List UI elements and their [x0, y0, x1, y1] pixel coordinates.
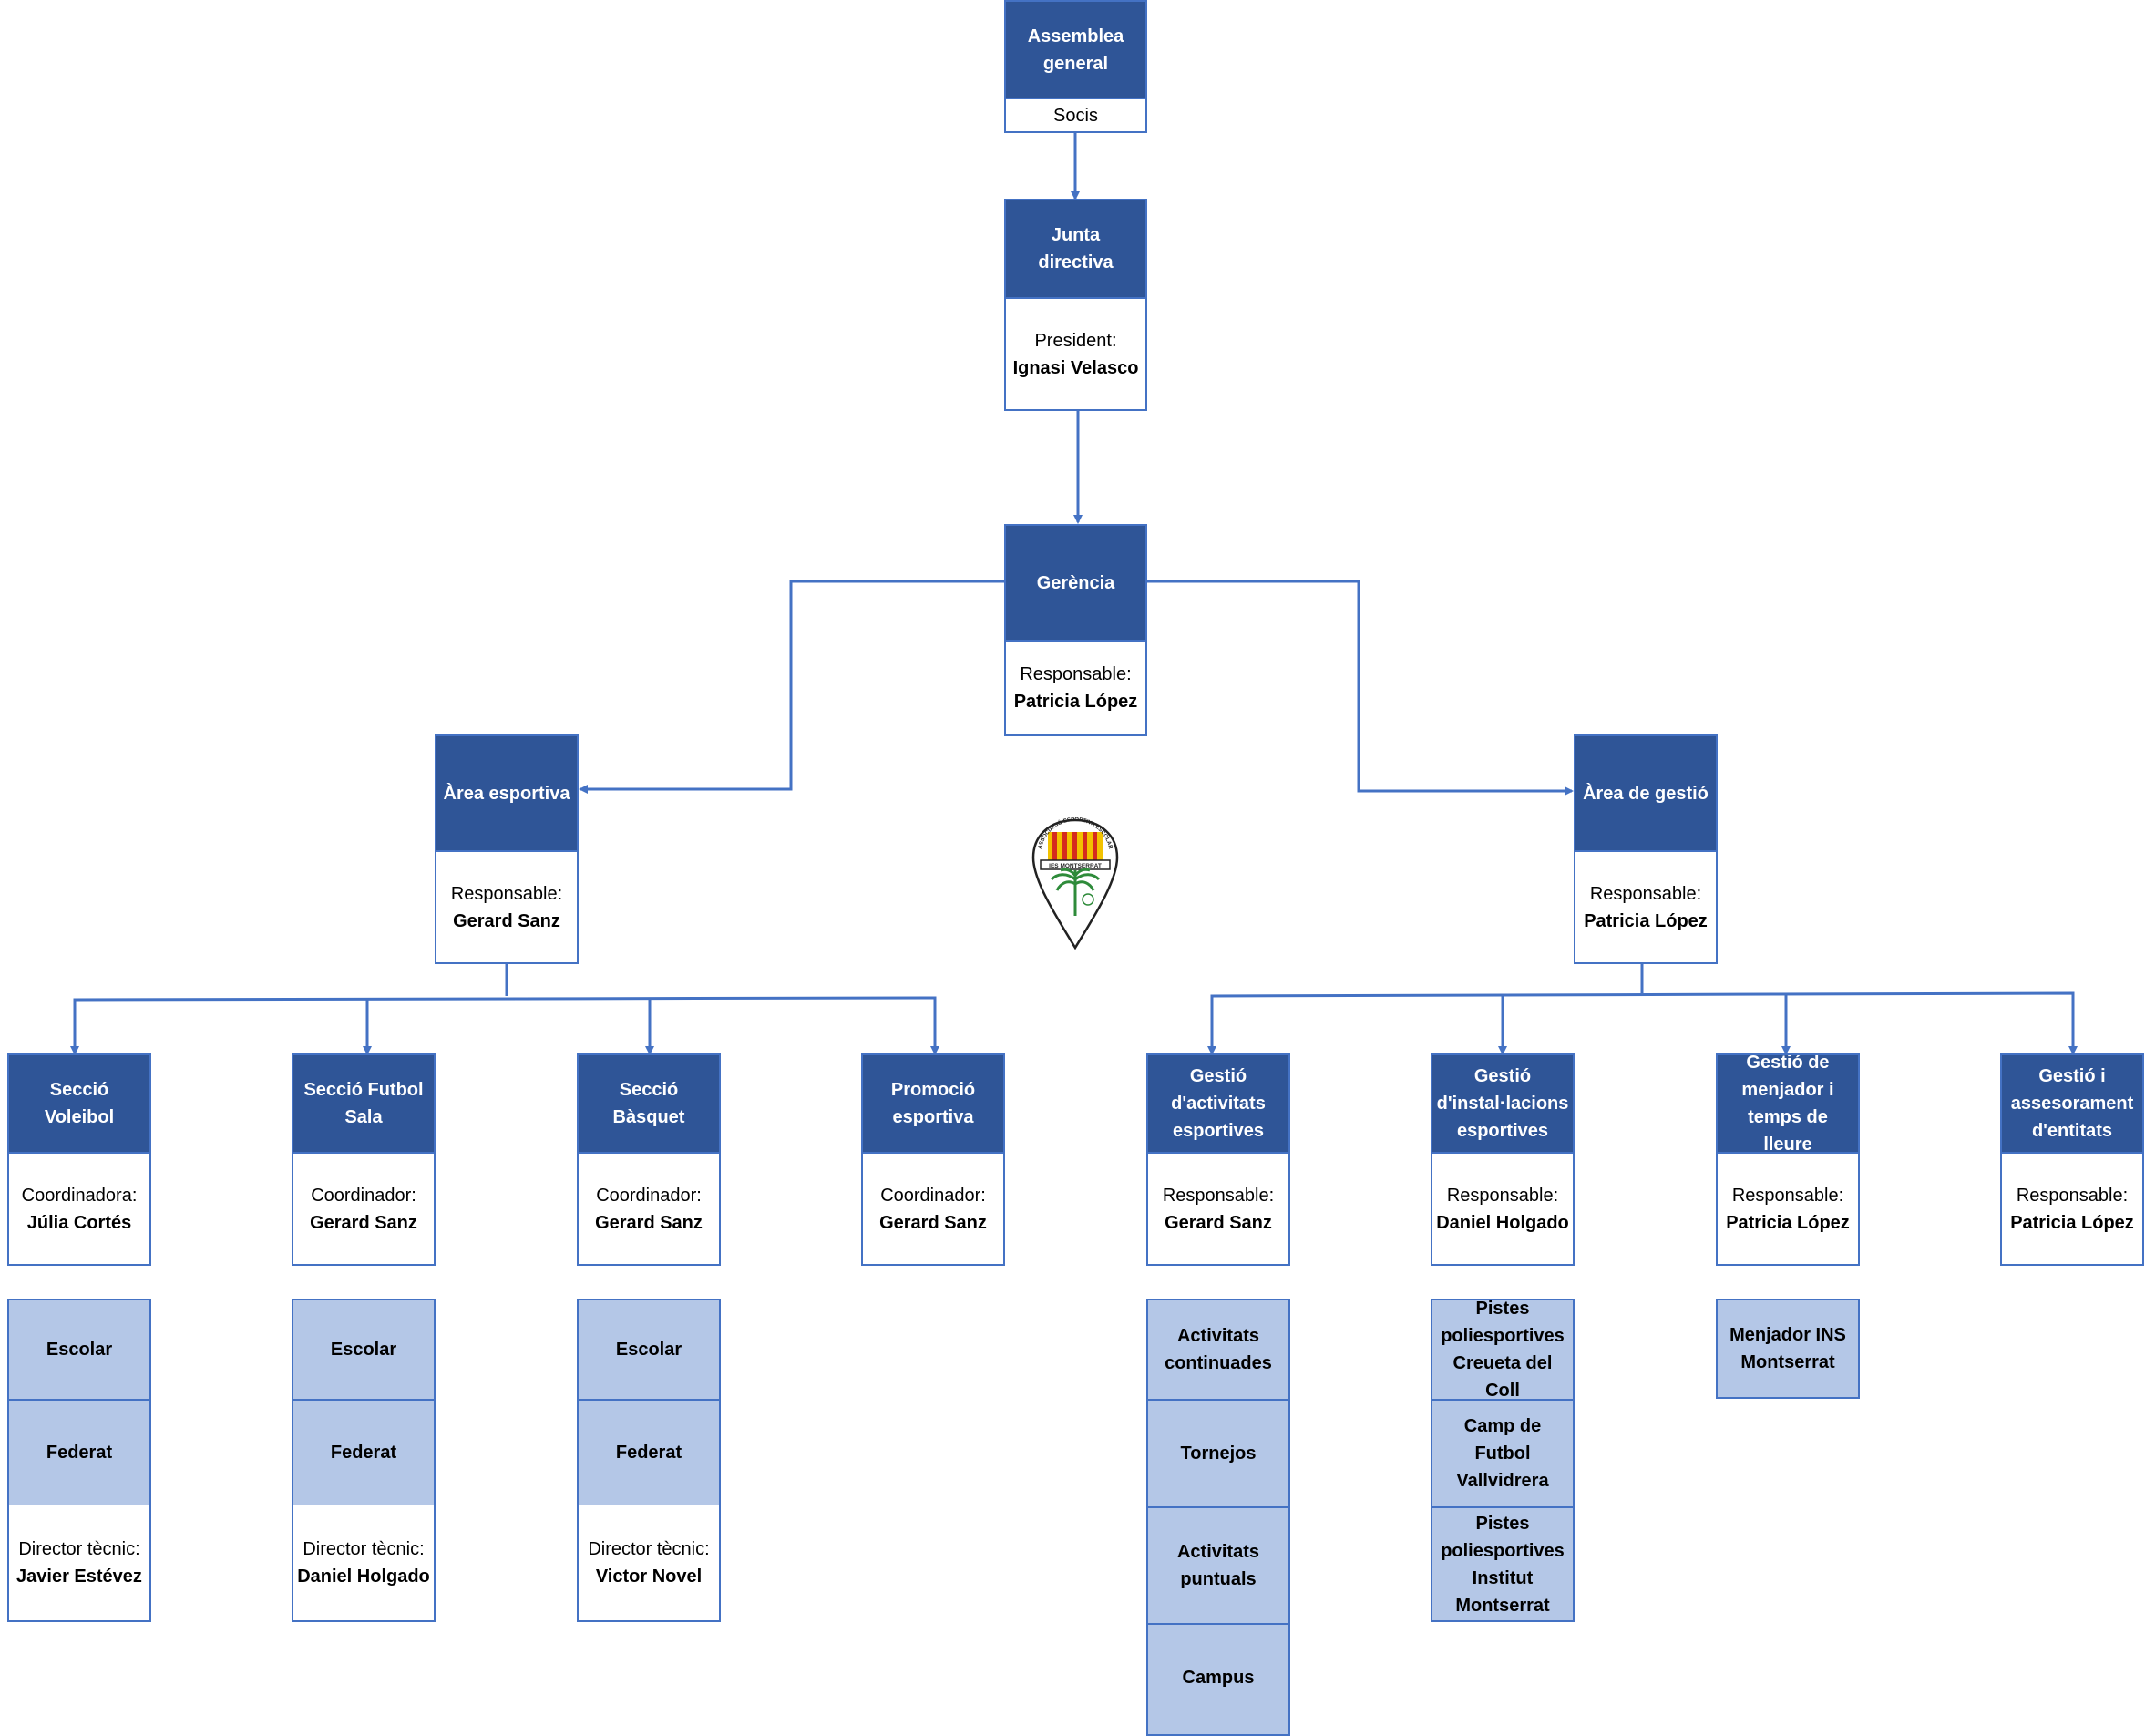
- node-title: Gestió d'instal·lacions esportives: [1432, 1055, 1573, 1154]
- stack-director: Director tècnic: Javier Estévez: [9, 1505, 149, 1620]
- node-gestio-activitats: Gestió d'activitats esportives Responsab…: [1146, 1053, 1290, 1266]
- stack-item: Camp de Futbol Vallvidrera: [1432, 1399, 1573, 1506]
- connector-gerencia-area-esportiva: [579, 580, 1004, 794]
- stack-installacions: Pistes poliesportives Creueta del Coll C…: [1431, 1299, 1575, 1622]
- node-role: President:: [1034, 330, 1117, 351]
- stack-item: Campus: [1148, 1623, 1288, 1731]
- node-role: Responsable:: [1731, 1185, 1844, 1206]
- node-role: Responsable:: [1589, 883, 1702, 904]
- node-person: Gerard Sanz: [879, 1212, 987, 1233]
- stack-director: Director tècnic: Victor Novel: [579, 1505, 719, 1620]
- node-role: Responsable:: [450, 883, 563, 904]
- node-person: Ignasi Velasco: [1012, 357, 1139, 378]
- director-role: Director tècnic:: [588, 1538, 710, 1559]
- node-gestio-menjador: Gestió de menjador i temps de lleure Res…: [1716, 1053, 1860, 1266]
- node-title: Àrea de gestió: [1575, 736, 1716, 852]
- node-promocio-esportiva: Promoció esportiva Coordinador: Gerard S…: [861, 1053, 1005, 1266]
- node-person: Gerard Sanz: [453, 910, 560, 931]
- node-role: Coordinador:: [880, 1185, 986, 1206]
- director-person: Victor Novel: [595, 1566, 703, 1587]
- node-role: Coordinador:: [311, 1185, 416, 1206]
- logo-band-text: IES MONTSERRAT: [1049, 863, 1102, 869]
- node-person: Patricia López: [1726, 1212, 1850, 1233]
- node-seccio-basquet: Secció Bàsquet Coordinador: Gerard Sanz: [577, 1053, 721, 1266]
- connector-gerencia-area-gestio: [1147, 580, 1574, 796]
- stack-item: Escolar: [9, 1300, 149, 1399]
- node-title: Àrea esportiva: [436, 736, 577, 852]
- node-person: Gerard Sanz: [310, 1212, 417, 1233]
- stack-item: Tornejos: [1148, 1399, 1288, 1506]
- node-title: Assemblea general: [1006, 2, 1145, 99]
- node-assemblea-general: Assemblea general Socis: [1004, 0, 1147, 133]
- stack-item: Menjador INS Montserrat: [1718, 1300, 1858, 1397]
- connector-esportiva-bus: [73, 996, 937, 1051]
- node-area-esportiva: Àrea esportiva Responsable: Gerard Sanz: [435, 734, 579, 964]
- node-role: Coordinador:: [596, 1185, 702, 1206]
- node-seccio-voleibol: Secció Voleibol Coordinadora: Júlia Cort…: [7, 1053, 151, 1266]
- node-role: Responsable:: [1020, 664, 1132, 684]
- node-title: Gestió de menjador i temps de lleure: [1718, 1055, 1858, 1155]
- stack-activitats: Activitats continuades Tornejos Activita…: [1146, 1299, 1290, 1736]
- node-title: Secció Futbol Sala: [293, 1055, 434, 1154]
- stack-item: Pistes poliesportives Creueta del Coll: [1432, 1300, 1573, 1401]
- node-gestio-installacions: Gestió d'instal·lacions esportives Respo…: [1431, 1053, 1575, 1266]
- node-title: Gestió d'activitats esportives: [1148, 1055, 1288, 1154]
- node-role: Responsable:: [1446, 1185, 1559, 1206]
- node-area-gestio: Àrea de gestió Responsable: Patricia Lóp…: [1574, 734, 1718, 964]
- node-seccio-futbol-sala: Secció Futbol Sala Coordinador: Gerard S…: [292, 1053, 436, 1266]
- stack-futbol-sala: Escolar Federat Director tècnic: Daniel …: [292, 1299, 436, 1622]
- node-role: Responsable:: [1162, 1185, 1275, 1206]
- node-person: Patricia López: [2010, 1212, 2134, 1233]
- stack-menjador: Menjador INS Montserrat: [1716, 1299, 1860, 1399]
- node-person: Gerard Sanz: [595, 1212, 703, 1233]
- stack-item: Escolar: [293, 1300, 434, 1399]
- stack-voleibol: Escolar Federat Director tècnic: Javier …: [7, 1299, 151, 1622]
- stack-basquet: Escolar Federat Director tècnic: Victor …: [577, 1299, 721, 1622]
- stack-item: Escolar: [579, 1300, 719, 1399]
- node-person: Daniel Holgado: [1436, 1212, 1569, 1233]
- node-title: Gerència: [1006, 526, 1145, 642]
- stack-item: Pistes poliesportives Institut Montserra…: [1432, 1506, 1573, 1620]
- node-gerencia: Gerència Responsable: Patricia López: [1004, 524, 1147, 736]
- node-person: Júlia Cortés: [26, 1212, 132, 1233]
- node-title: Promoció esportiva: [863, 1055, 1003, 1154]
- stack-item: Activitats continuades: [1148, 1300, 1288, 1399]
- node-person: Patricia López: [1584, 910, 1708, 931]
- club-logo: ASSOCIACIÓ ESPORTIVA ESCOLAR IES MONTSER…: [1031, 817, 1119, 950]
- node-title: Secció Voleibol: [9, 1055, 149, 1154]
- stack-item: Federat: [579, 1399, 719, 1505]
- node-title: Junta directiva: [1006, 200, 1145, 299]
- director-role: Director tècnic:: [303, 1538, 425, 1559]
- connector-gestio-bus: [1210, 991, 2075, 1051]
- stack-item: Federat: [293, 1399, 434, 1505]
- node-role: Coordinadora:: [21, 1185, 138, 1206]
- node-person: Gerard Sanz: [1165, 1212, 1272, 1233]
- stack-item: Federat: [9, 1399, 149, 1505]
- node-person: Patricia López: [1013, 692, 1138, 712]
- director-role: Director tècnic:: [18, 1538, 140, 1559]
- stack-director: Director tècnic: Daniel Holgado: [293, 1505, 434, 1620]
- node-gestio-assessorament: Gestió i assesorament d'entitats Respons…: [2000, 1053, 2144, 1266]
- stack-item: Activitats puntuals: [1148, 1506, 1288, 1623]
- director-person: Javier Estévez: [16, 1566, 142, 1587]
- director-person: Daniel Holgado: [297, 1566, 430, 1587]
- node-title: Secció Bàsquet: [579, 1055, 719, 1154]
- node-role: Responsable:: [2016, 1185, 2129, 1206]
- node-subtitle: Socis: [1053, 105, 1098, 126]
- node-junta-directiva: Junta directiva President: Ignasi Velasc…: [1004, 199, 1147, 411]
- node-title: Gestió i assesorament d'entitats: [2002, 1055, 2142, 1154]
